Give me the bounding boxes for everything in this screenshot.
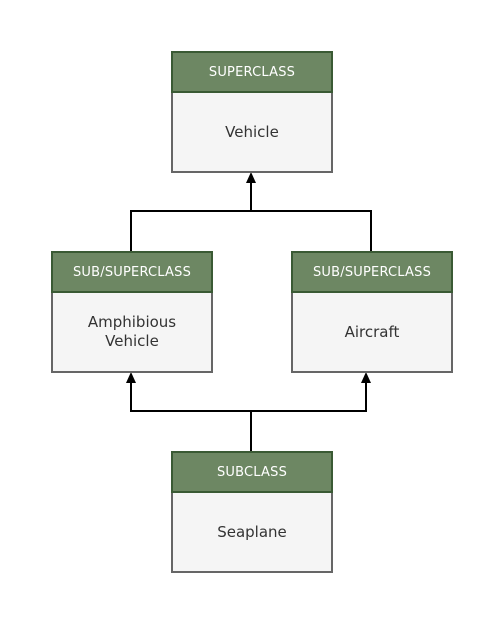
connector-seaplane-to-aircraft [251,377,367,412]
class-vehicle-role: SUPERCLASS [171,51,333,93]
class-amphibious-vehicle: SUB/SUPERCLASS Amphibious Vehicle [51,251,213,373]
class-seaplane-role: SUBCLASS [171,451,333,493]
class-amphibious-vehicle-name-line2: Vehicle [105,332,159,350]
class-vehicle-name: Vehicle [173,93,331,171]
class-amphibious-vehicle-name-line1: Amphibious [87,313,177,331]
class-aircraft-role: SUB/SUPERCLASS [291,251,453,293]
class-vehicle: SUPERCLASS Vehicle [171,51,333,173]
connector-seaplane-to-amphibious [130,377,252,451]
connector-amphibious-to-vehicle [130,176,252,251]
connector-aircraft-to-vehicle [251,210,372,251]
class-seaplane: SUBCLASS Seaplane [171,451,333,573]
arrowhead-aircraft-icon [361,372,371,383]
arrowhead-amphibious-icon [126,372,136,383]
class-seaplane-name-text: Seaplane [217,522,287,541]
class-aircraft: SUB/SUPERCLASS Aircraft [291,251,453,373]
class-vehicle-name-text: Vehicle [225,122,279,141]
class-amphibious-vehicle-name: Amphibious Vehicle [53,293,211,371]
class-amphibious-vehicle-role: SUB/SUPERCLASS [51,251,213,293]
class-seaplane-name: Seaplane [173,493,331,571]
class-aircraft-name-text: Aircraft [344,322,400,341]
arrowhead-vehicle-icon [246,172,256,183]
class-aircraft-name: Aircraft [293,293,451,371]
